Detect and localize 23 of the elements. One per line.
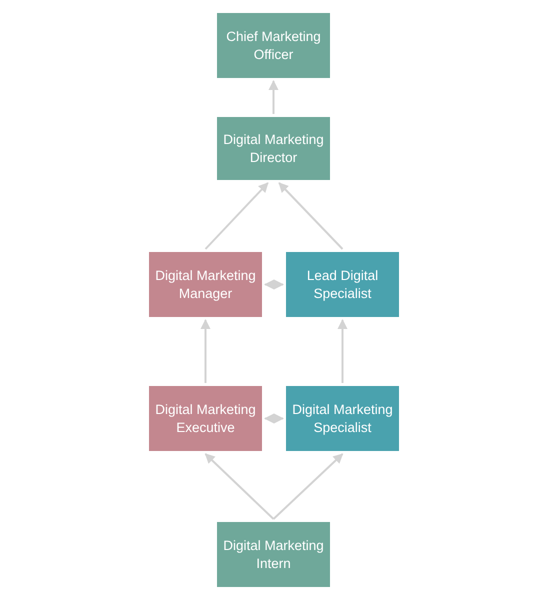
role-box: [286, 386, 399, 451]
role-box: [149, 252, 262, 317]
arrow: [264, 414, 284, 424]
role-title: Digital Marketing Intern: [222, 536, 325, 572]
role-box: [286, 252, 399, 317]
role-title: Digital Marketing Director: [222, 130, 325, 166]
role-title: Digital Marketing Manager: [154, 266, 257, 302]
role-box: [149, 386, 262, 451]
arrow: [268, 80, 278, 114]
arrow: [278, 182, 344, 250]
arrow: [200, 319, 210, 383]
arrow: [204, 453, 274, 520]
arrow: [338, 319, 348, 383]
role-title: Digital Marketing Specialist: [291, 400, 394, 436]
role-box: [217, 13, 330, 78]
role-title: Digital Marketing Executive: [154, 400, 257, 436]
role-title: Lead Digital Specialist: [306, 266, 380, 302]
role-title: Chief Marketing Officer: [225, 28, 322, 64]
role-box: [217, 117, 330, 180]
arrow: [264, 280, 284, 290]
arrow: [204, 182, 269, 250]
arrow: [272, 453, 344, 520]
role-box: [217, 522, 330, 587]
